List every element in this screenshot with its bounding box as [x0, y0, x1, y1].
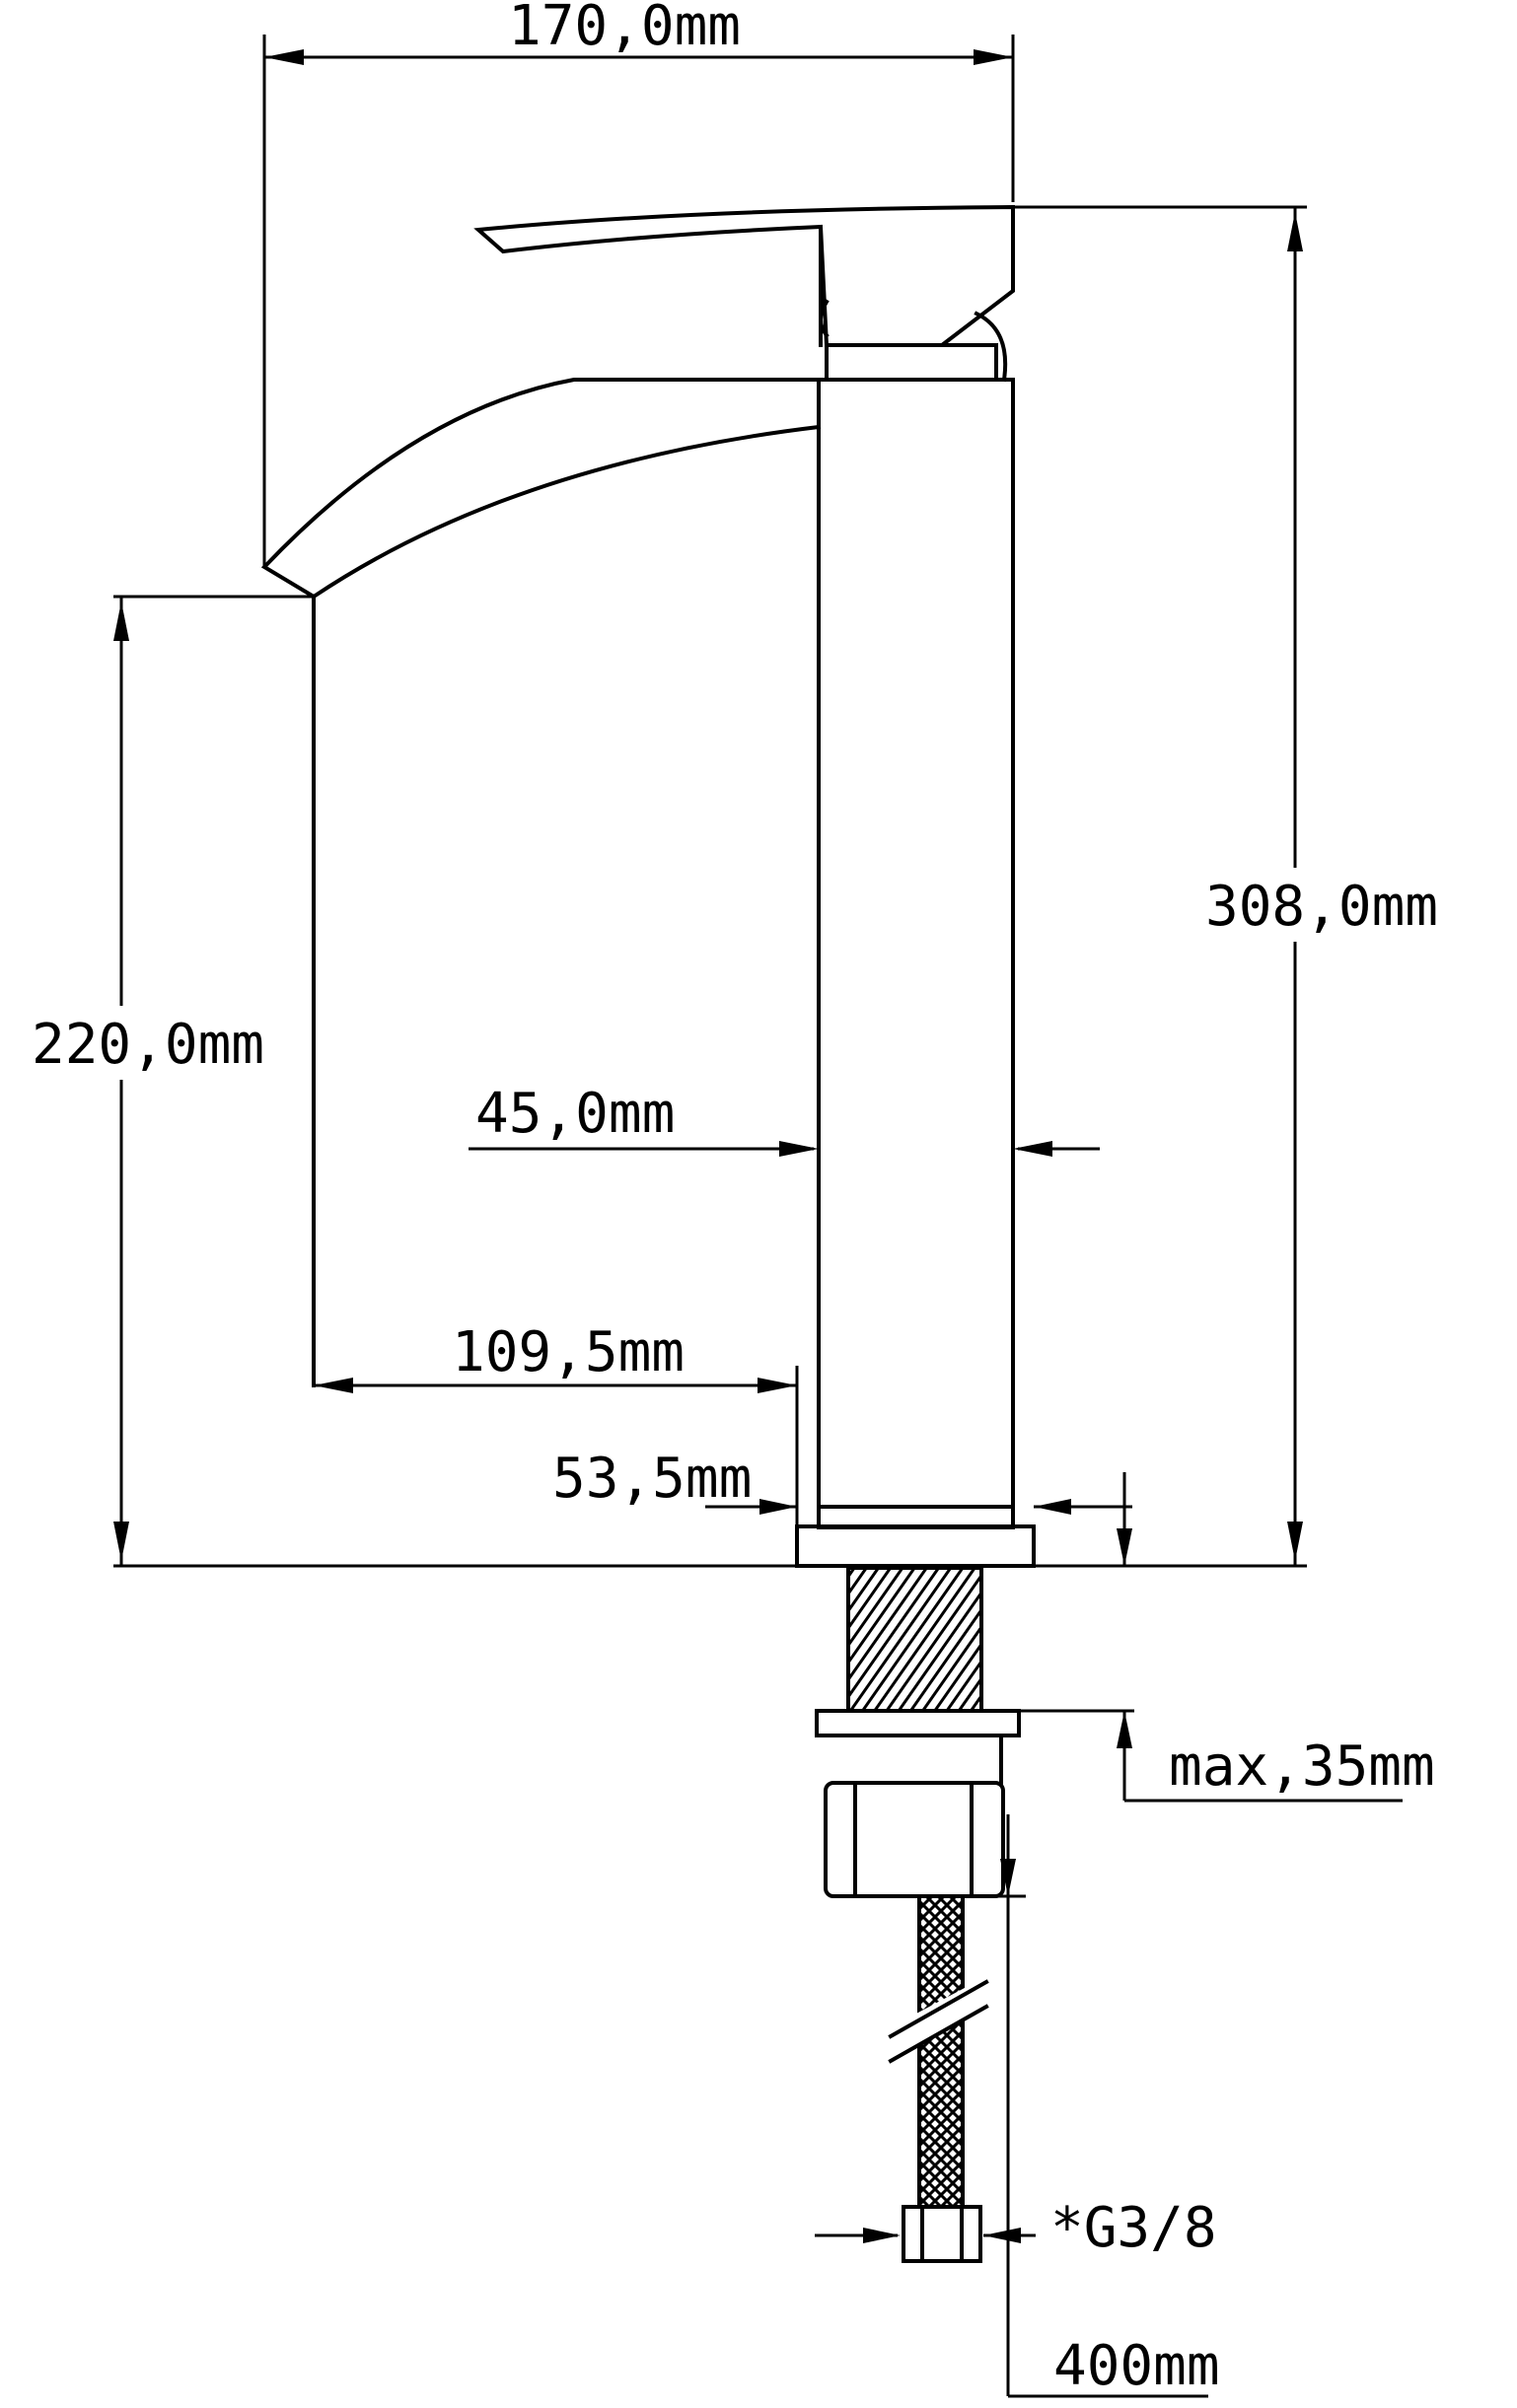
- faucet-handle: [473, 204, 1015, 383]
- dimension-label-spout-reach: 109,5mm: [452, 1320, 685, 1384]
- dimension-spout-height: 220,0mm: [25, 595, 797, 1568]
- dimension-body-width: 45,0mm: [469, 1082, 1100, 1157]
- hose-connector: [902, 2205, 982, 2263]
- dimension-label-max-deck-thickness: max,35mm: [1169, 1735, 1435, 1799]
- dimension-overall-height: 308,0mm: [1013, 205, 1438, 1568]
- dimension-overall-width: 170,0mm: [262, 0, 1015, 567]
- faucet-spout: [260, 378, 822, 1387]
- mounting-shank: [846, 1566, 983, 1713]
- dimension-label-hose-length: 400mm: [1053, 2334, 1220, 2398]
- dimension-label-spout-height: 220,0mm: [32, 1013, 264, 1077]
- dimension-label-base-offset: 53,5mm: [552, 1447, 752, 1511]
- dimension-hose-length: 400mm: [963, 1814, 1220, 2398]
- dimension-connector-thread: *G3/8: [815, 2196, 1217, 2260]
- fixing-nut: [824, 1734, 1005, 1898]
- dimension-label-overall-width: 170,0mm: [508, 0, 741, 58]
- backnut-washer: [815, 1709, 1021, 1737]
- faucet-body: [795, 378, 1036, 1568]
- dimension-label-overall-height: 308,0mm: [1205, 875, 1438, 939]
- dimension-label-connector-thread: *G3/8: [1050, 2196, 1217, 2260]
- dimension-spout-reach: 109,5mm: [314, 1320, 799, 1526]
- dimension-max-deck-thickness: max,35mm: [981, 1472, 1435, 1803]
- dimension-label-body-width: 45,0mm: [475, 1082, 675, 1146]
- flexible-hose: [887, 1894, 997, 2209]
- dimension-base-offset: 53,5mm: [552, 1447, 1132, 1515]
